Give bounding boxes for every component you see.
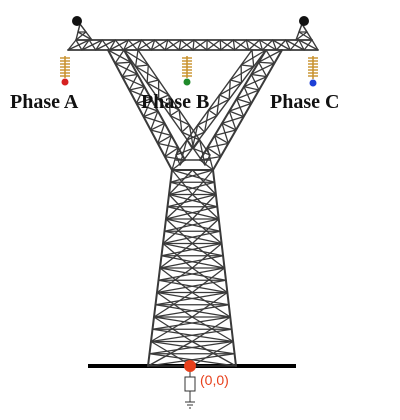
phase-b-conductor-icon — [183, 78, 191, 86]
lattice-tower — [67, 23, 319, 367]
phase-c-label: Phase C — [270, 91, 339, 113]
earth-wire-left-icon — [72, 16, 82, 26]
phase-b-label: Phase B — [141, 91, 209, 113]
ground-symbol-icon — [184, 366, 196, 409]
origin-point-icon — [184, 360, 196, 372]
origin-label: (0,0) — [200, 372, 229, 388]
phase-a-label: Phase A — [10, 91, 79, 113]
insulator-strings — [60, 56, 318, 79]
phase-c-conductor-icon — [309, 79, 317, 87]
phase-a-conductor-icon — [61, 78, 69, 86]
earth-wire-right-icon — [299, 16, 309, 26]
